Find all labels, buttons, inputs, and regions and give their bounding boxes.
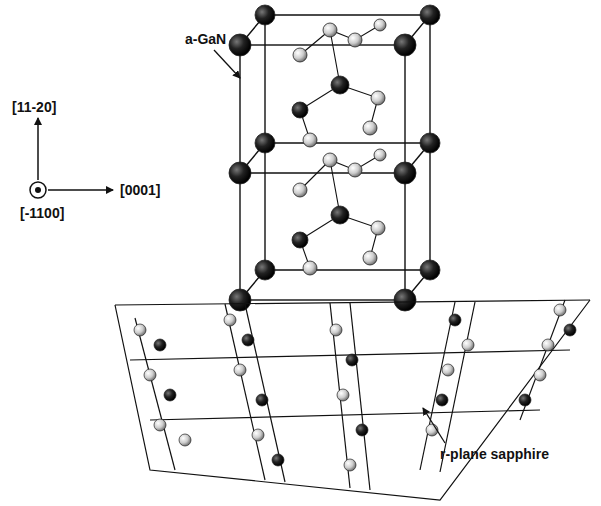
axis-dot <box>35 187 41 193</box>
axis-arrows <box>30 118 113 198</box>
leader-arrows <box>214 50 445 443</box>
direction-label: [-1100] <box>20 206 64 221</box>
structure-label: a-GaN <box>185 32 226 47</box>
substrate-label: r-plane sapphire <box>440 447 549 462</box>
direction-label: [0001] <box>120 183 160 198</box>
direction-label: [11-20] <box>12 100 56 115</box>
sapphire-atoms <box>134 304 576 471</box>
gan-atoms <box>229 5 440 311</box>
sapphire-slab <box>115 300 590 500</box>
gan-bonds <box>300 25 380 268</box>
gan-cell-frame <box>240 15 430 300</box>
